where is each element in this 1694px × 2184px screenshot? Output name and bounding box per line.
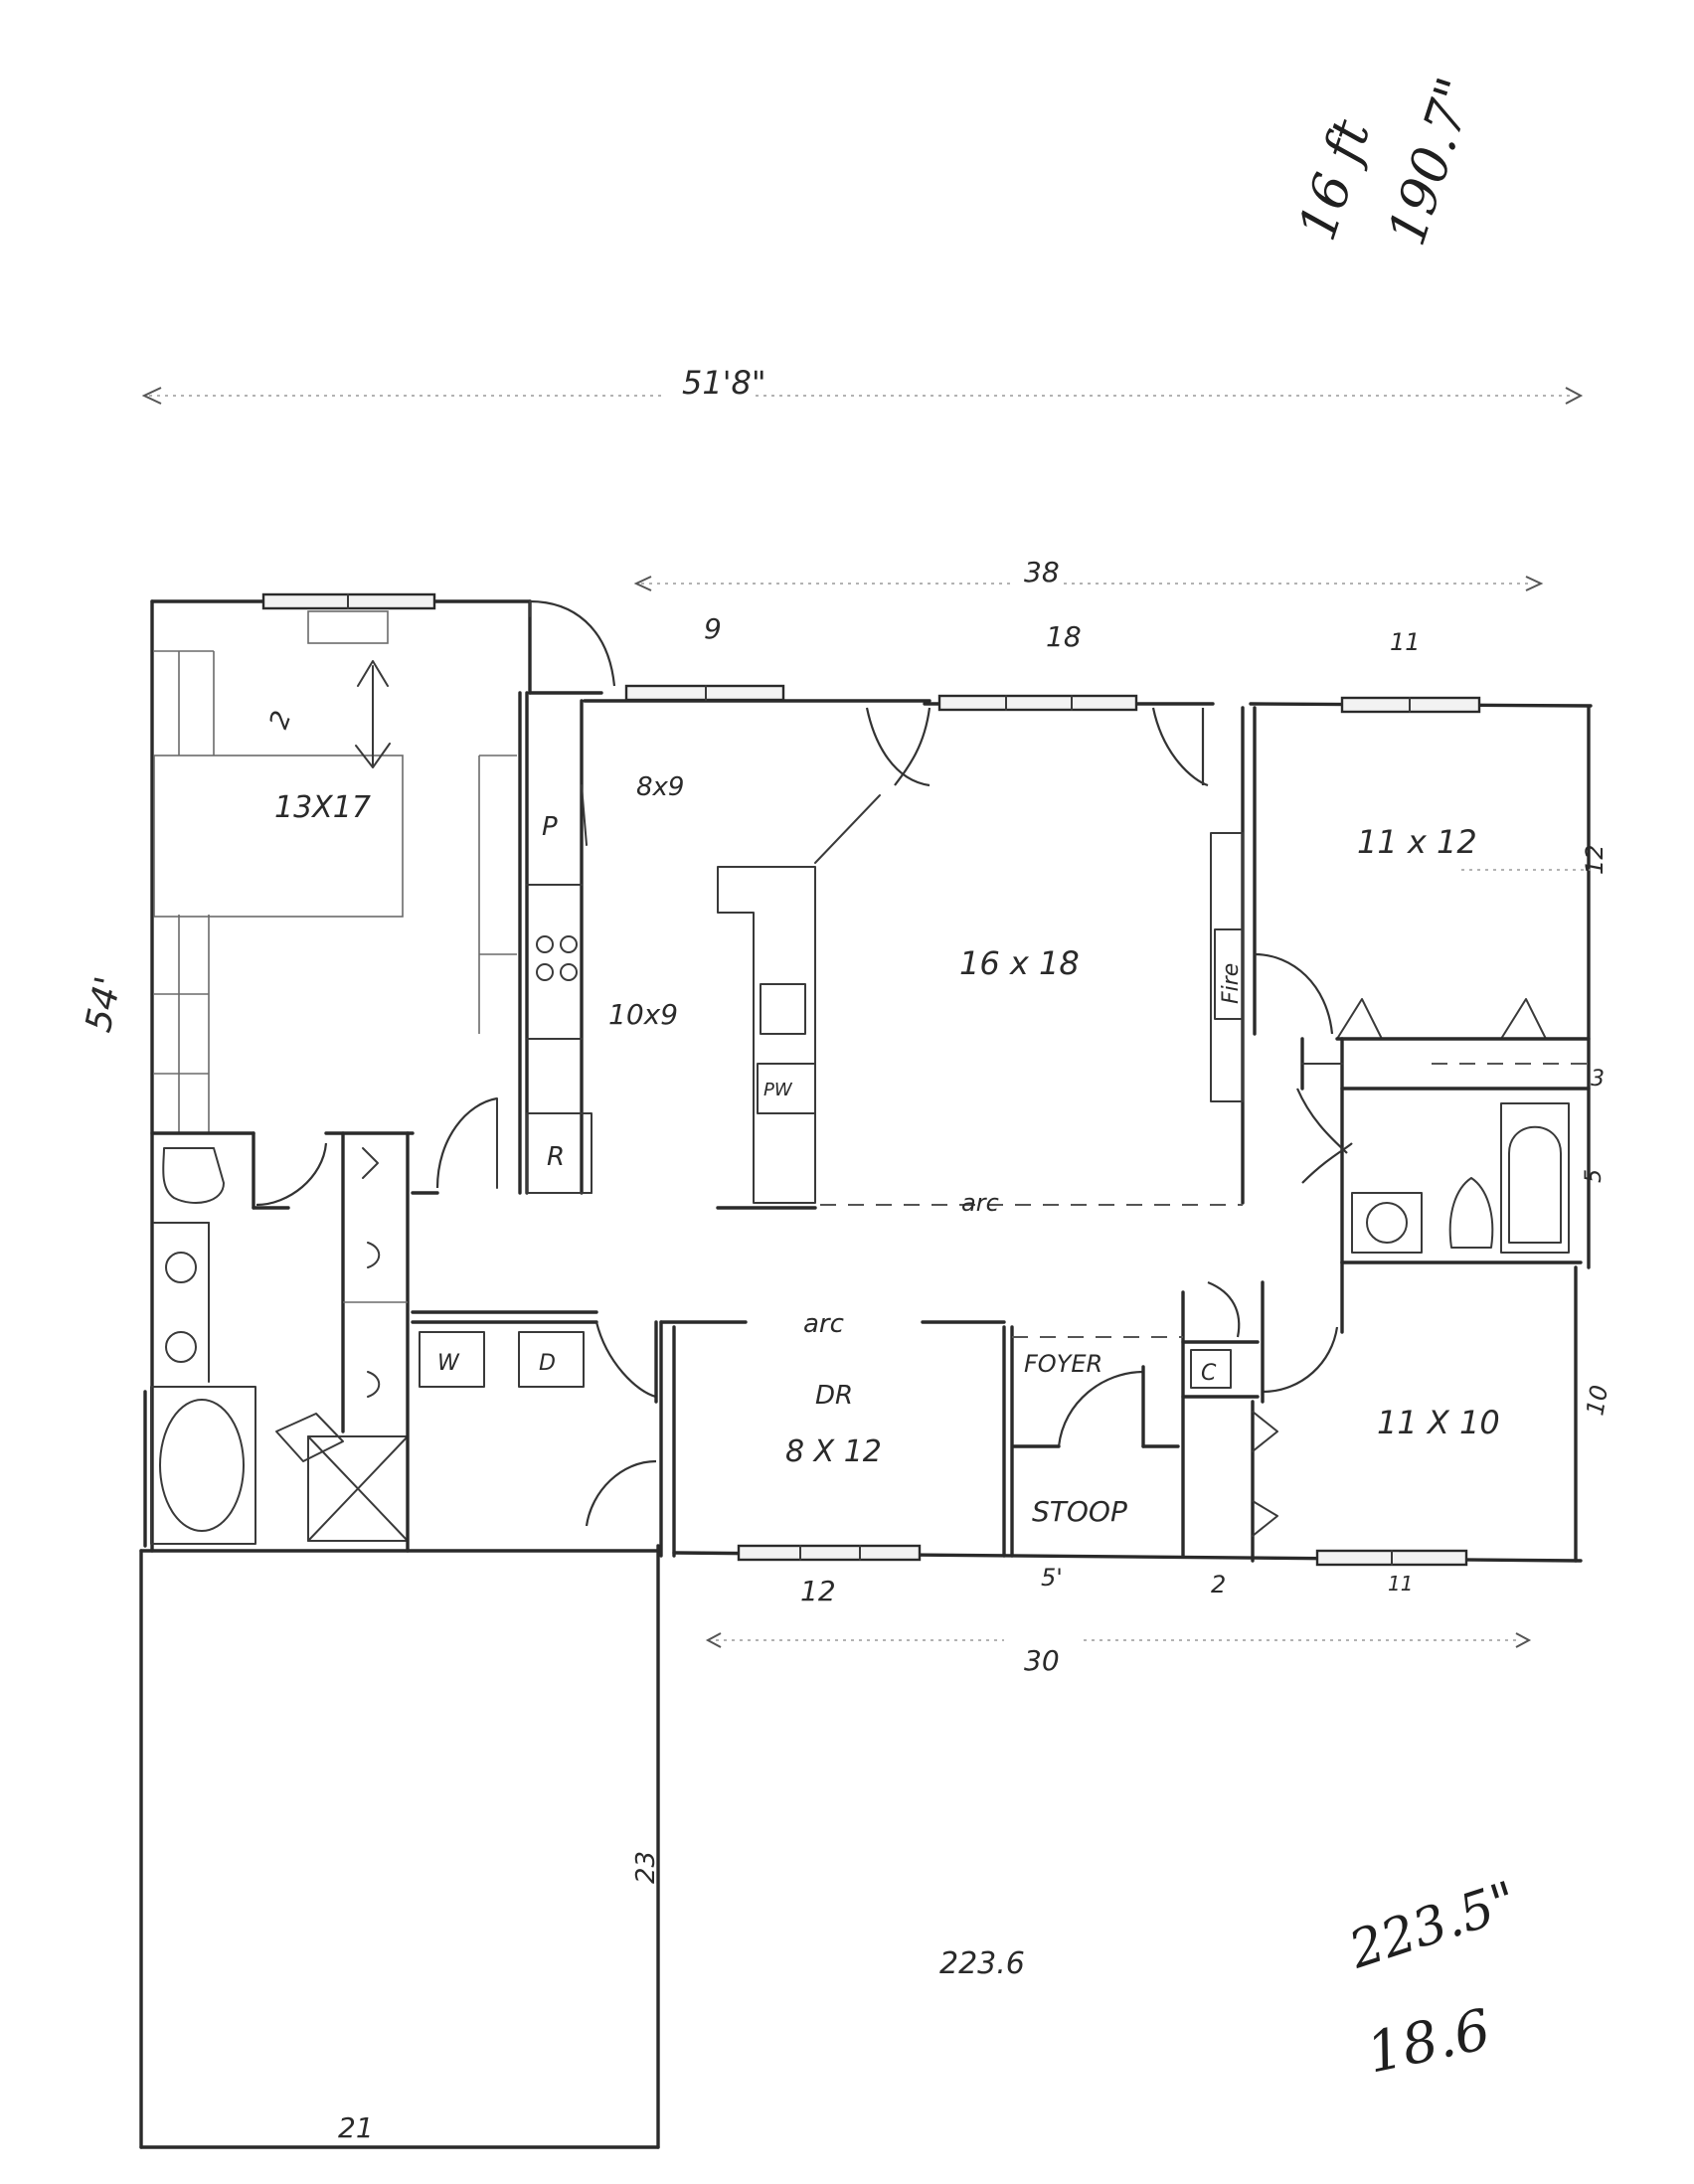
great-room-arc-label: arc bbox=[961, 1189, 999, 1217]
bedroom-3-size-label: 11 X 10 bbox=[1377, 1404, 1500, 1441]
dining-room: arc DR 8 X 12 bbox=[659, 1309, 1006, 1558]
dimension-rear-width: 38 9 18 11 bbox=[633, 556, 1544, 656]
pantry-label: PW bbox=[763, 1080, 793, 1100]
dimension-overall-width: 51'8" bbox=[141, 364, 1584, 405]
kitchen-size-label: 10x9 bbox=[608, 998, 678, 1031]
closet-label: C bbox=[1201, 1361, 1217, 1386]
dining-arc-label: arc bbox=[803, 1309, 844, 1339]
rear-width-label: 38 bbox=[1024, 556, 1060, 588]
right-depth-4: 10 bbox=[1581, 1383, 1613, 1418]
foyer-label: FOYER bbox=[1024, 1350, 1102, 1378]
master-size-label: 13X17 bbox=[274, 790, 371, 825]
bedroom-2-size-label: 11 x 12 bbox=[1357, 823, 1477, 861]
note-223-5: 223.5" bbox=[1342, 1871, 1525, 1981]
right-depth-1: 12 bbox=[1581, 844, 1609, 875]
overall-depth-label: 54' bbox=[79, 973, 130, 1036]
bedroom-3: 11 X 10 10 bbox=[1251, 1260, 1613, 1563]
rear-seg-3: 11 bbox=[1390, 628, 1421, 656]
fireplace-label: Fire bbox=[1219, 963, 1244, 1004]
note-scribble: 223.6 bbox=[939, 1946, 1025, 1981]
front-seg-3: 2 bbox=[1211, 1571, 1226, 1598]
front-width-label: 30 bbox=[1024, 1644, 1060, 1677]
master-bedroom: 2 13X17 bbox=[153, 599, 616, 1133]
bedroom-2: 11 x 12 12 bbox=[1254, 823, 1609, 1091]
rear-seg-2: 18 bbox=[1046, 620, 1082, 653]
windows bbox=[261, 592, 1481, 1567]
garage-width-label: 21 bbox=[338, 2111, 374, 2144]
front-seg-1: 12 bbox=[800, 1575, 836, 1607]
dining-title-label: DR bbox=[815, 1381, 853, 1411]
note-16-ft: 16 ft bbox=[1287, 113, 1382, 248]
note-18-6: 18.6 bbox=[1361, 1997, 1495, 2087]
note-190-7: 190.7" bbox=[1377, 71, 1486, 252]
laundry: W D bbox=[411, 1310, 658, 1527]
dimension-front: 12 5' 2 11 30 bbox=[705, 1564, 1532, 1677]
washer-label: W bbox=[437, 1351, 460, 1376]
svg-text:2: 2 bbox=[264, 707, 298, 733]
right-depth-2: 3 bbox=[1591, 1067, 1605, 1092]
dining-size-label: 8 X 12 bbox=[785, 1434, 882, 1469]
great-room-size-label: 16 x 18 bbox=[959, 944, 1080, 982]
dryer-label: D bbox=[539, 1351, 556, 1376]
garage: 23 21 bbox=[338, 1851, 661, 2144]
pantry-p-label: P bbox=[542, 812, 558, 842]
entry-area: C FOYER STOOP bbox=[1002, 1280, 1260, 1558]
front-seg-2: 5' bbox=[1041, 1564, 1063, 1592]
kitchen: P R 8x9 10x9 bbox=[411, 691, 684, 1195]
hall-bath: 3 5 bbox=[1295, 1037, 1607, 1264]
right-depth-3: 5 bbox=[1582, 1169, 1607, 1183]
stoop-label: STOOP bbox=[1032, 1495, 1127, 1528]
nook-size-label: 8x9 bbox=[636, 772, 684, 802]
rear-seg-1: 9 bbox=[704, 612, 722, 645]
overall-width-label: 51'8" bbox=[682, 364, 766, 402]
refrigerator-label: R bbox=[547, 1142, 565, 1172]
garage-depth-label: 23 bbox=[631, 1851, 661, 1884]
great-room: PW 16 x 18 Fire arc bbox=[716, 706, 1257, 1217]
front-seg-4: 11 bbox=[1388, 1572, 1413, 1596]
master-bath bbox=[150, 1131, 415, 1553]
